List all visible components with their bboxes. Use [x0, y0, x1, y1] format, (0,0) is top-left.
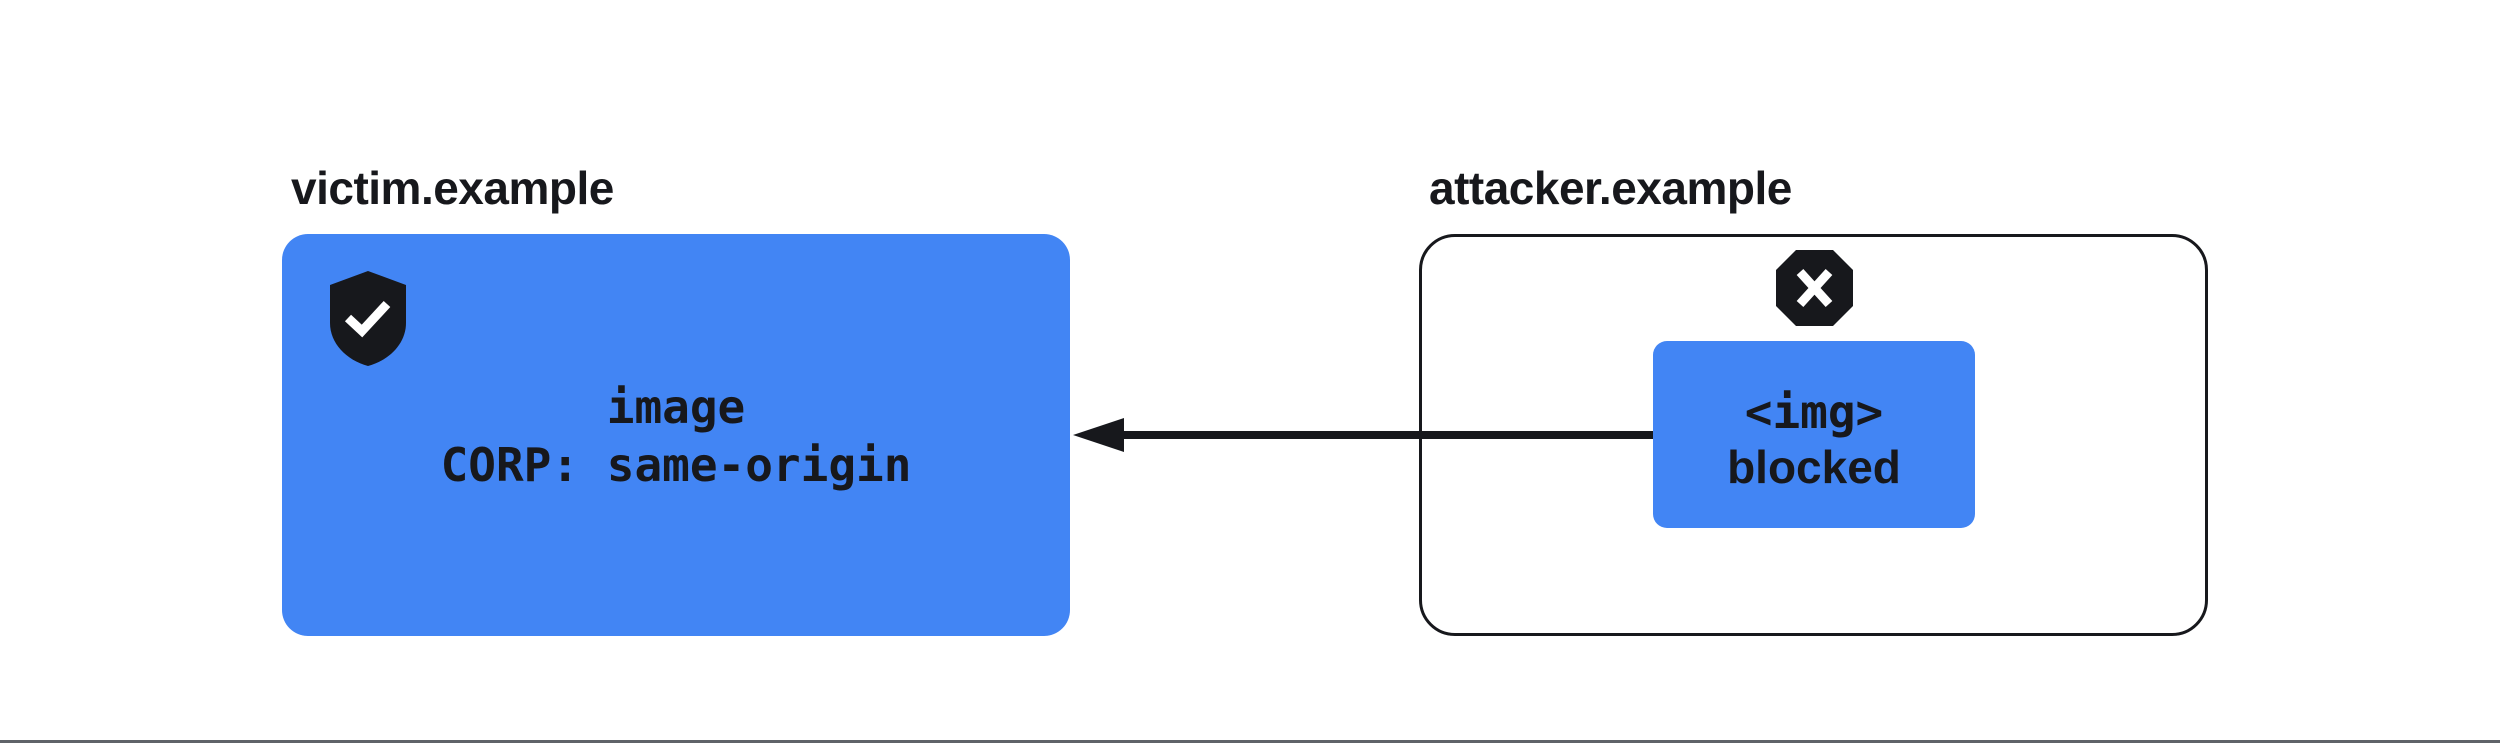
blocked-status: blocked [1727, 441, 1901, 493]
blocked-octagon-x-icon [1776, 250, 1853, 326]
victim-box: image CORP: same-origin [282, 234, 1070, 636]
arrowhead-icon [1073, 418, 1124, 452]
bottom-divider [0, 740, 2500, 743]
victim-origin-label: victim.example [291, 162, 614, 214]
resource-name: image [606, 380, 746, 434]
corp-header: CORP: same-origin [440, 438, 912, 492]
img-element-box: <img> blocked [1653, 341, 1975, 528]
img-tag: <img> [1744, 385, 1884, 439]
attacker-origin-label: attacker.example [1429, 162, 1792, 214]
shield-check-icon [330, 271, 406, 366]
